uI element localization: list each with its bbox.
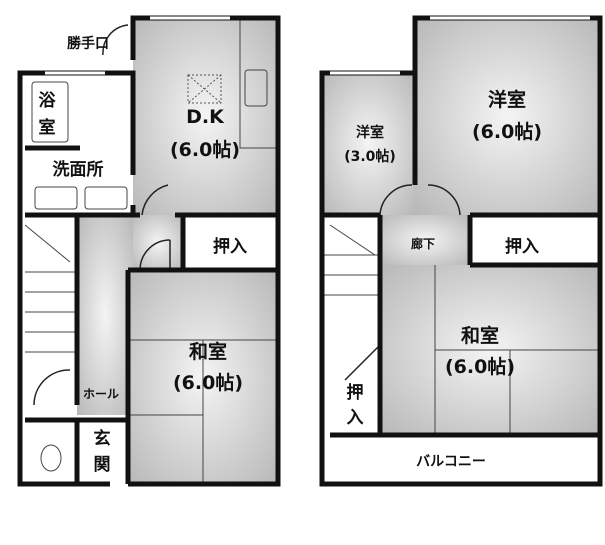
- dk-room: [133, 18, 278, 215]
- bath-label-1: 浴: [39, 90, 57, 111]
- closet-label: 押入: [213, 236, 247, 257]
- bathtub: [31, 81, 69, 143]
- washitsu-2f-label: 和室: [461, 324, 499, 347]
- sink: [244, 69, 268, 107]
- closet-2f-label: 押入: [505, 236, 539, 257]
- dk-size: (6.0帖): [170, 138, 240, 161]
- washitsu-2f-size: (6.0帖): [445, 355, 515, 378]
- doors-1f: [33, 24, 171, 406]
- ventilation-mark: [187, 74, 222, 104]
- doors-2f: [344, 184, 461, 381]
- closet-small-label-2: 入: [347, 408, 364, 428]
- walls-1f: [17, 15, 281, 487]
- walls-2f: [319, 15, 603, 487]
- stairs-1f: [24, 224, 77, 353]
- entrance-label-2: 関: [94, 455, 111, 475]
- floor-1: 勝手口 浴 室 洗面所 D.K (6.0帖) 押入 和室 (6.0帖) ホール …: [17, 15, 281, 487]
- entrance-label-1: 玄: [94, 428, 111, 449]
- washitsu-size: (6.0帖): [173, 371, 243, 394]
- dk-label: D.K: [186, 106, 225, 128]
- hall-area: [77, 215, 133, 415]
- washitsu-label: 和室: [189, 340, 227, 363]
- youshitsu-large-room: [415, 18, 600, 215]
- toilet-icon: [40, 444, 62, 472]
- hall-label: ホール: [83, 387, 119, 401]
- service-door-label: 勝手口: [67, 35, 109, 52]
- closet-small-label-1: 押: [347, 382, 364, 403]
- stairs-2f: [322, 224, 380, 296]
- bath-label-2: 室: [39, 117, 56, 138]
- youshitsu-large-size: (6.0帖): [472, 120, 542, 143]
- balcony-label: バルコニー: [416, 454, 486, 470]
- floor-2: 洋室 (6.0帖) 洋室 (3.0帖) 廊下 押入 和室 (6.0帖) 押 入 …: [319, 15, 603, 487]
- youshitsu-small-room: [322, 73, 415, 215]
- youshitsu-large-label: 洋室: [488, 88, 526, 111]
- youshitsu-small-size: (3.0帖): [344, 148, 396, 165]
- washroom-label: 洗面所: [53, 159, 104, 180]
- corridor-label: 廊下: [411, 236, 435, 251]
- youshitsu-small-label: 洋室: [356, 124, 384, 141]
- corridor-area: [380, 215, 470, 265]
